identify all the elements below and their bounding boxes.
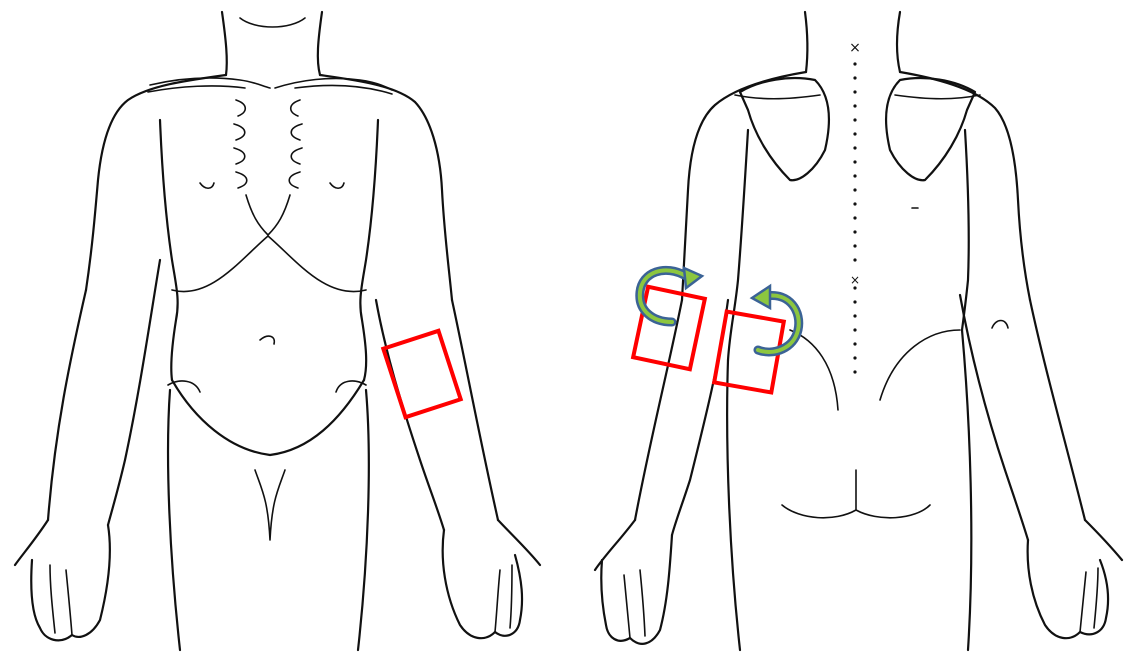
back-right-scapula bbox=[886, 78, 975, 180]
front-left-shoulder bbox=[86, 75, 226, 290]
back-right-leg bbox=[962, 330, 971, 650]
spine-dot bbox=[853, 62, 856, 65]
back-neck-right bbox=[897, 12, 900, 72]
front-left-hip-bone bbox=[168, 381, 200, 392]
front-right-hip-bone bbox=[336, 381, 366, 392]
back-right-scapula-spine bbox=[895, 95, 980, 99]
front-left-fingers bbox=[50, 565, 72, 635]
front-groin bbox=[255, 470, 285, 540]
back-left-arm-outer bbox=[635, 300, 682, 520]
spine-dot bbox=[853, 328, 856, 331]
front-neck-right bbox=[318, 12, 322, 75]
spine-dot bbox=[853, 174, 856, 177]
spine-dot bbox=[853, 202, 856, 205]
back-left-scapula-spine bbox=[735, 95, 820, 99]
spine-dot bbox=[853, 342, 856, 345]
spine-dot bbox=[853, 300, 856, 303]
spine-cross-mark-lower: × bbox=[850, 273, 860, 287]
back-left-torso bbox=[728, 130, 748, 360]
front-ribs bbox=[234, 100, 302, 235]
spine-dot bbox=[853, 314, 856, 317]
back-right-hand bbox=[1028, 520, 1122, 638]
front-right-nipple bbox=[330, 183, 344, 188]
back-left-hand bbox=[595, 520, 672, 644]
spine-dot bbox=[853, 216, 856, 219]
back-right-fingers bbox=[1080, 568, 1098, 632]
front-right-arm-outer bbox=[452, 300, 498, 520]
spine-dot bbox=[853, 188, 856, 191]
front-left-torso bbox=[160, 120, 178, 380]
front-left-leg bbox=[168, 390, 180, 650]
spine-dot bbox=[853, 132, 856, 135]
spine-dot bbox=[853, 356, 856, 359]
anterior-body-outline bbox=[15, 12, 540, 650]
front-ribcage-edge bbox=[172, 236, 366, 292]
front-hip-line bbox=[172, 380, 364, 455]
spine-dot bbox=[853, 76, 856, 79]
spine-dot bbox=[853, 244, 856, 247]
front-navel bbox=[260, 336, 274, 344]
spine-dot bbox=[853, 118, 856, 121]
front-right-torso bbox=[360, 120, 378, 380]
front-left-arm-inner bbox=[108, 260, 160, 525]
front-neck bbox=[222, 12, 227, 75]
front-chin bbox=[240, 18, 305, 27]
front-right-hand bbox=[443, 520, 540, 638]
back-left-fingers bbox=[624, 570, 645, 638]
back-left-scapula bbox=[740, 78, 829, 180]
front-left-arm-outer bbox=[48, 290, 86, 520]
front-left-hand bbox=[15, 520, 110, 640]
spine-dot bbox=[853, 160, 856, 163]
front-left-nipple bbox=[200, 183, 214, 188]
spine-dot bbox=[853, 370, 856, 373]
back-left-leg bbox=[727, 360, 740, 650]
back-left-arm-inner bbox=[672, 300, 728, 535]
spine-dot bbox=[853, 104, 856, 107]
back-right-pelvis bbox=[880, 330, 960, 400]
back-neck-left bbox=[805, 12, 807, 72]
back-right-torso bbox=[962, 130, 969, 330]
back-spine-dots bbox=[853, 62, 856, 373]
back-right-elbow-mark bbox=[992, 321, 1008, 329]
spine-cross-mark-upper: × bbox=[849, 40, 861, 56]
front-clavicle-right-lower bbox=[295, 86, 392, 94]
posterior-body-outline: × × bbox=[595, 12, 1122, 650]
marker-front-forearm[interactable] bbox=[383, 331, 460, 417]
front-right-fingers bbox=[495, 565, 512, 632]
spine-dot bbox=[853, 258, 856, 261]
front-right-leg bbox=[358, 390, 369, 650]
back-right-arm-outer bbox=[1030, 300, 1085, 520]
spine-dot bbox=[853, 90, 856, 93]
back-right-shoulder bbox=[900, 72, 1030, 300]
spine-dot bbox=[853, 146, 856, 149]
spine-dot bbox=[853, 230, 856, 233]
